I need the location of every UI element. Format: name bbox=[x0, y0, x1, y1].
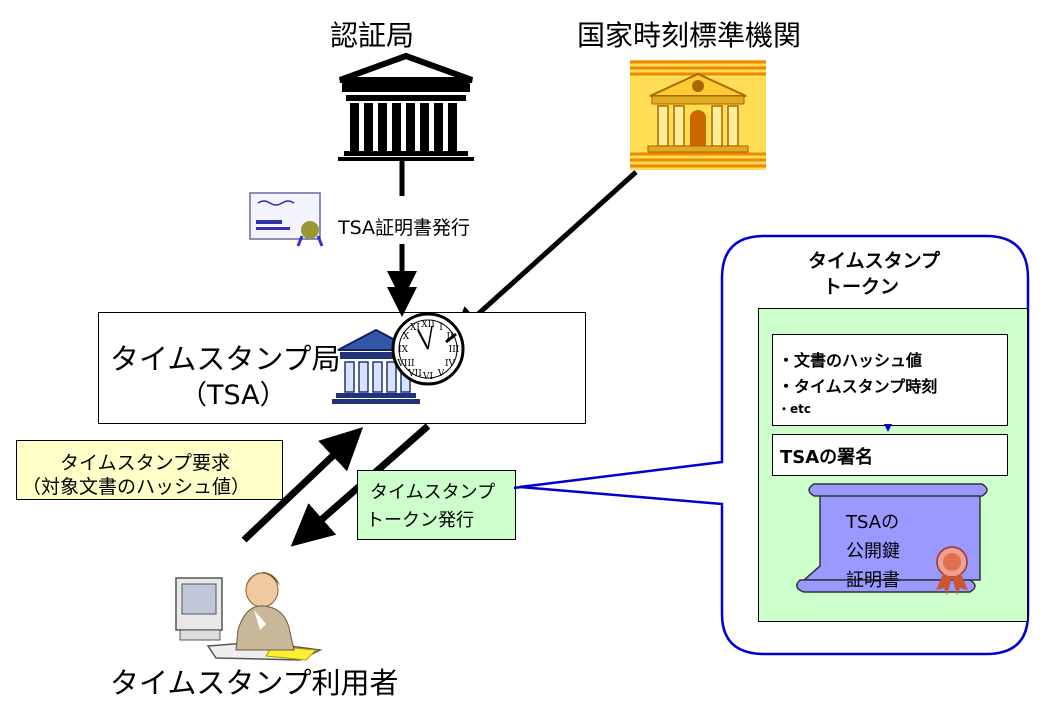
svg-text:V: V bbox=[437, 369, 445, 379]
token-content-time: ・タイムスタンプ時刻 bbox=[778, 377, 938, 396]
svg-text:VIII: VIII bbox=[396, 359, 415, 369]
gold-building-icon bbox=[630, 60, 766, 170]
token-issue-label-line2: トークン発行 bbox=[366, 510, 474, 531]
request-label-line1: タイムスタンプ要求 bbox=[60, 452, 231, 474]
token-contents-box bbox=[772, 334, 1008, 426]
public-key-cert-line1: TSAの bbox=[846, 512, 900, 533]
token-connector bbox=[513, 484, 529, 490]
request-box bbox=[16, 440, 283, 500]
scroll-icon-overlay bbox=[796, 483, 988, 595]
user-label: タイムスタンプ利用者 bbox=[110, 666, 399, 700]
request-label-line2: （対象文書のハッシュ値） bbox=[22, 476, 251, 498]
svg-text:I: I bbox=[439, 323, 443, 333]
svg-text:XII: XII bbox=[421, 320, 435, 330]
token-content-hash: ・文書のハッシュ値 bbox=[778, 351, 923, 370]
public-key-cert-line3: 証明書 bbox=[846, 570, 900, 591]
svg-text:IV: IV bbox=[445, 359, 456, 369]
certificate-icon bbox=[249, 192, 324, 247]
signature-box bbox=[772, 434, 1008, 476]
token-signature: TSAの署名 bbox=[780, 447, 874, 468]
token-content-etc: ・etc bbox=[778, 402, 811, 416]
certificate-issuance-label: TSA証明書発行 bbox=[338, 217, 471, 239]
svg-text:X: X bbox=[403, 332, 410, 342]
token-issue-label-line1: タイムスタンプ bbox=[370, 482, 496, 503]
tsa-abbr: （TSA） bbox=[180, 380, 287, 411]
token-title-line1: タイムスタンプ bbox=[808, 250, 941, 272]
bank-building-icon bbox=[338, 52, 474, 161]
tsa-box bbox=[98, 312, 586, 424]
content-to-signature-arrow bbox=[884, 424, 892, 432]
computer-user-icon bbox=[175, 572, 323, 661]
svg-text:VI: VI bbox=[422, 372, 433, 382]
issue-box bbox=[357, 470, 516, 540]
svg-text:XI: XI bbox=[410, 323, 420, 333]
svg-text:III: III bbox=[449, 345, 460, 355]
svg-text:IX: IX bbox=[398, 345, 409, 355]
time-authority-label: 国家時刻標準機関 bbox=[577, 19, 802, 52]
public-key-cert-line2: 公開鍵 bbox=[846, 541, 900, 562]
clock-icon-overlay: XII VI IX III I II IV V VII VIII X XI bbox=[391, 312, 465, 386]
token-title-line2: トークン bbox=[823, 276, 900, 298]
svg-text:VII: VII bbox=[407, 369, 422, 379]
tsa-name: タイムスタンプ局 bbox=[110, 342, 341, 376]
certification-authority-label: 認証局 bbox=[330, 19, 415, 52]
